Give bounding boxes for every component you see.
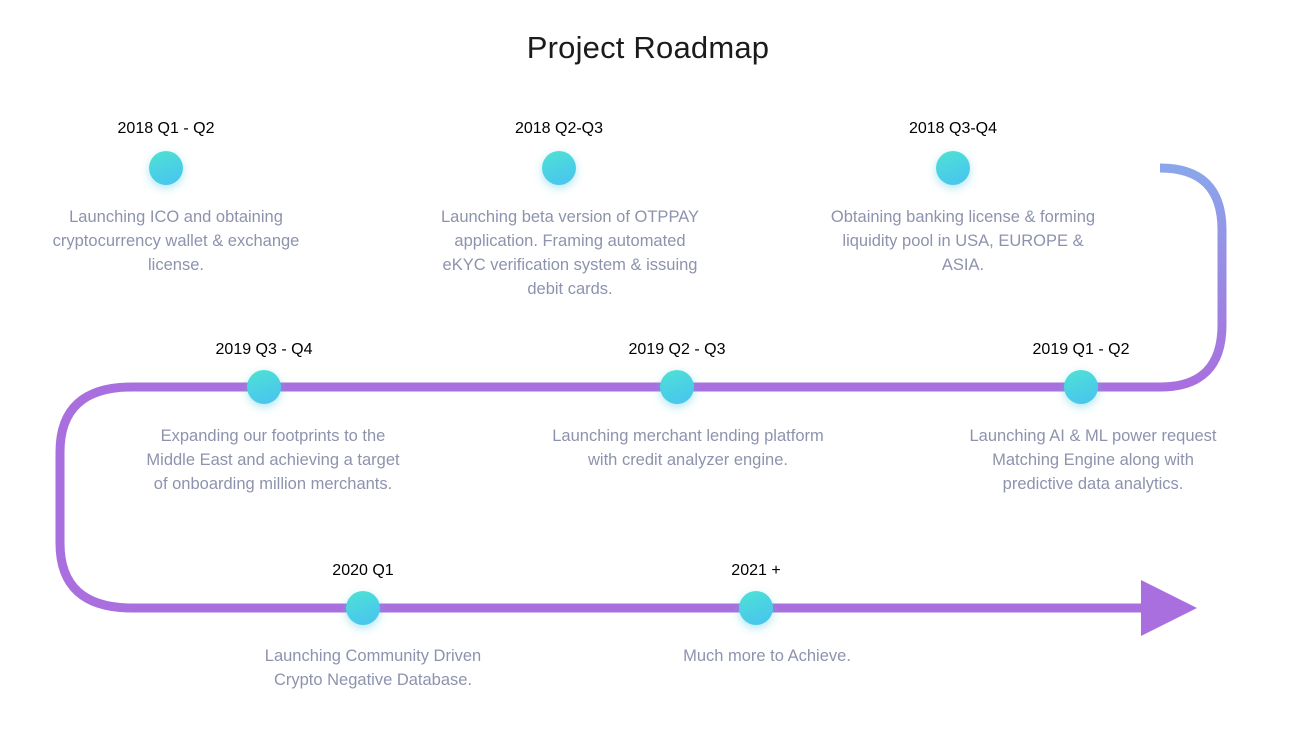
milestone-date: 2019 Q1 - Q2 [1032,341,1130,358]
timeline-curve-right [1159,163,1227,392]
milestone-description: Much more to Achieve. [683,647,851,665]
milestone-date: 2021 + [731,562,781,579]
milestone-description: Expanding our footprints to the Middle E… [146,427,400,493]
milestone-date: 2019 Q2 - Q3 [628,341,726,358]
milestone-date: 2019 Q3 - Q4 [215,341,313,358]
page-title: Project Roadmap [526,30,770,65]
milestone-date: 2020 Q1 [332,562,394,579]
milestone-node[interactable] [149,151,183,185]
milestone-date: 2018 Q3-Q4 [908,120,998,137]
milestone-node[interactable] [1064,370,1098,404]
milestone-date: 2018 Q2-Q3 [514,120,604,137]
timeline-curve-left [55,382,133,613]
milestone-node[interactable] [346,591,380,625]
milestone-node[interactable] [936,151,970,185]
milestone-description: Launching merchant lending platform with… [552,427,824,469]
milestone-node[interactable] [739,591,773,625]
milestone-node[interactable] [660,370,694,404]
milestone-description: Launching beta version of OTPPAY applica… [440,208,700,298]
milestone-description: Obtaining banking license & forming liqu… [830,208,1096,274]
milestone-date: 2018 Q1 - Q2 [117,120,215,137]
milestone-description: Launching Community Driven Crypto Negati… [264,647,482,689]
timeline-arrow-icon [1141,580,1197,636]
milestone-node[interactable] [247,370,281,404]
milestone-description: Launching ICO and obtaining cryptocurren… [52,208,300,274]
milestone-description: Launching AI & ML power request Matching… [969,427,1217,493]
milestone-node[interactable] [542,151,576,185]
